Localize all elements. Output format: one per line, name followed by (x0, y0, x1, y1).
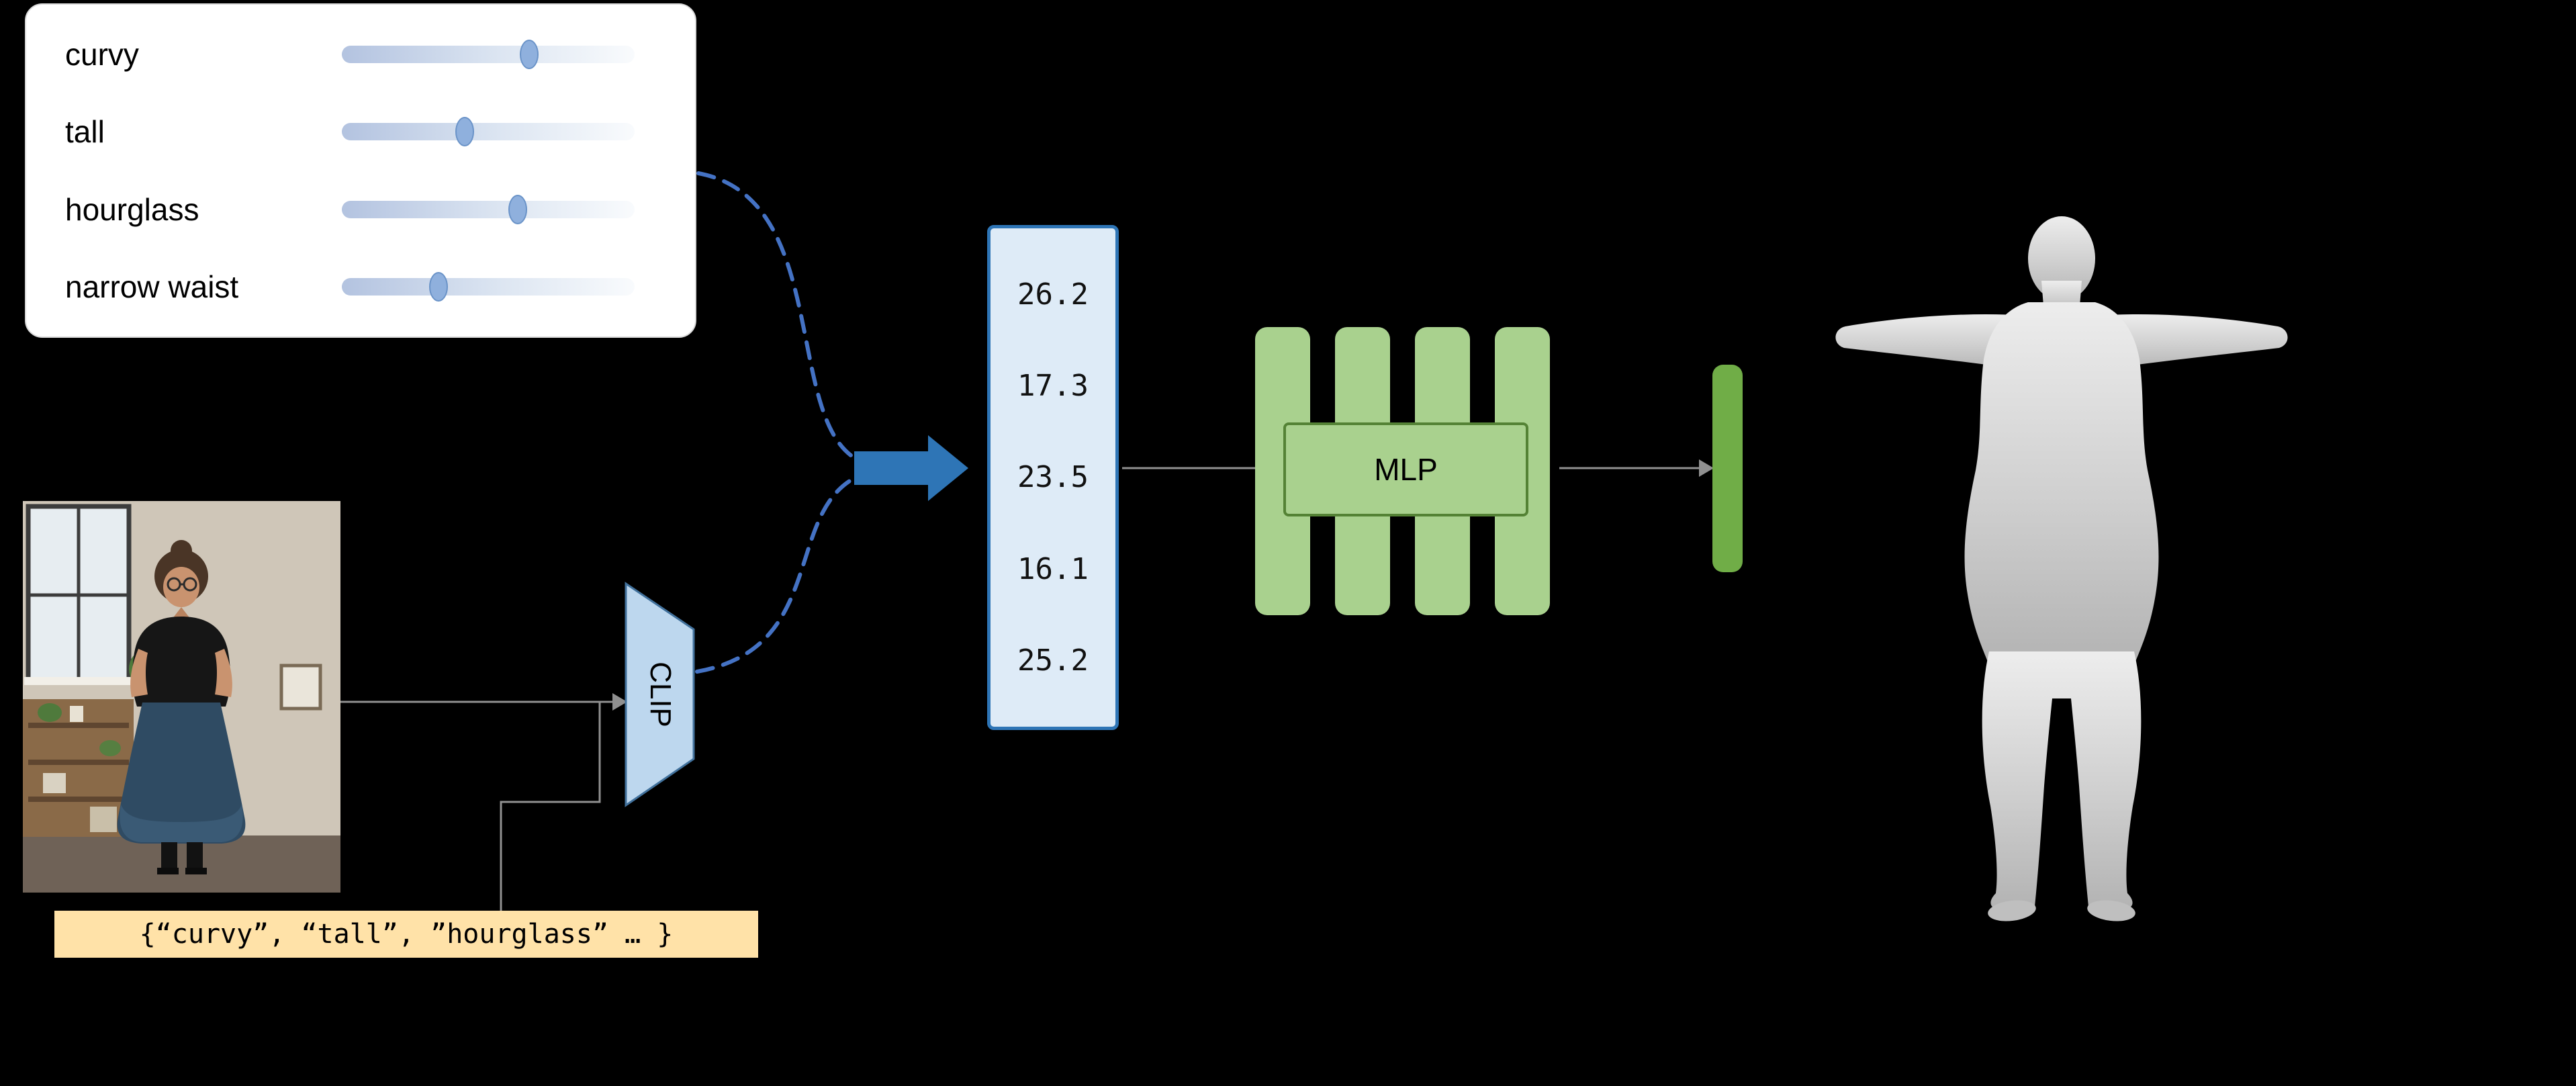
attribute-vector: 26.2 17.3 23.5 16.1 25.2 (987, 225, 1119, 730)
body-left-arm (1835, 314, 2029, 371)
output-vector-bar (1712, 365, 1743, 572)
body-right-foot (2087, 900, 2135, 921)
vector-value: 25.2 (1017, 643, 1089, 678)
vector-value: 17.3 (1017, 369, 1089, 404)
mlp-to-output-arrow (1559, 459, 1714, 477)
slider-thumb[interactable] (508, 194, 527, 224)
slider-track[interactable] (342, 194, 635, 224)
vector-value: 23.5 (1017, 460, 1089, 495)
slider-row-hourglass: hourglass (26, 191, 695, 228)
clip-encoder-label-wrap: CLIP (626, 584, 694, 805)
slider-thumb[interactable] (455, 117, 475, 147)
attribute-set-text: {“curvy”, “tall”, ”hourglass” … } (139, 919, 674, 950)
slider-track[interactable] (342, 39, 635, 69)
input-photo (23, 501, 340, 893)
body-left-foot (1988, 900, 2036, 921)
merge-block-arrow (854, 435, 968, 501)
mlp-box: MLP (1283, 422, 1528, 516)
attribute-sliders-panel: curvy tall hourglass narrow waist (25, 3, 696, 338)
text-to-clip-connector (500, 703, 601, 911)
photo-frame (279, 664, 322, 711)
photo-person-top (132, 617, 230, 707)
slider-track[interactable] (342, 272, 635, 302)
photo-scene (23, 501, 340, 893)
slider-track[interactable] (342, 117, 635, 147)
photo-person-skirt-ruffle (120, 805, 243, 842)
slider-row-tall: tall (26, 114, 695, 150)
photo-to-clip-arrow (340, 693, 627, 711)
slider-row-curvy: curvy (26, 36, 695, 73)
body-mesh-figure (1835, 216, 2288, 921)
photo-floor (23, 835, 340, 893)
body-right-arm (2094, 314, 2288, 371)
slider-label: curvy (65, 36, 139, 72)
slider-label: tall (65, 114, 105, 150)
clip-encoder (625, 582, 695, 807)
slider-label: hourglass (65, 191, 199, 227)
photo-window (24, 504, 135, 685)
photo-person-boot (161, 842, 177, 868)
photo-person-boot (187, 842, 203, 868)
clip-to-merge-dashed-arrow (695, 473, 862, 674)
body-head (2028, 216, 2095, 301)
slider-thumb[interactable] (428, 272, 448, 302)
photo-person-face (163, 567, 199, 607)
slider-label: narrow waist (65, 269, 239, 305)
photo-person-skirt (117, 703, 246, 844)
slider-thumb[interactable] (520, 39, 539, 69)
body-torso (1964, 302, 2159, 665)
slider-row-narrow-waist: narrow waist (26, 269, 695, 305)
body-mesh-shape (1835, 216, 2288, 921)
vector-value: 26.2 (1017, 277, 1089, 312)
photo-shelf (23, 699, 134, 837)
sliders-to-merge-dashed-arrow (696, 171, 862, 463)
photo-person (117, 540, 246, 874)
mlp-label: MLP (1374, 452, 1438, 487)
attribute-set-box: {“curvy”, “tall”, ”hourglass” … } (54, 911, 758, 958)
clip-label: CLIP (643, 662, 677, 727)
body-legs (1982, 651, 2142, 909)
vector-value: 16.1 (1017, 551, 1089, 586)
